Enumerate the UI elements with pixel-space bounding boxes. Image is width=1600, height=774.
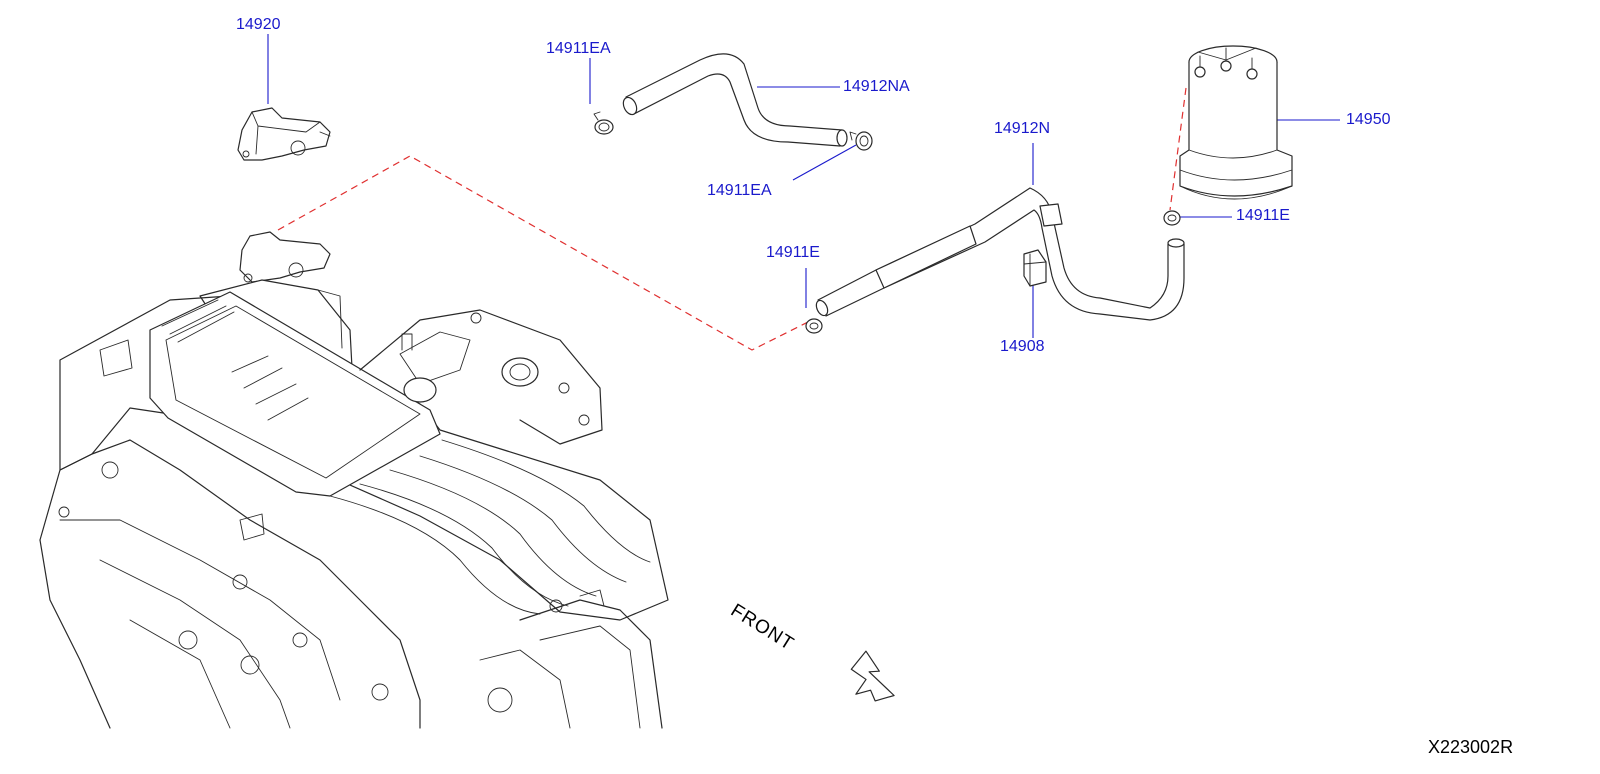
part-label-14912na[interactable]: 14912NA [843,78,910,95]
clamp-14911ea-top-drawing [593,111,614,135]
canister-14950-drawing [1179,45,1293,200]
part-label-14911ea-top[interactable]: 14911EA [546,40,611,57]
dashed-guide-sensor-to-clamp [277,155,809,351]
leader-14911ea-bottom [792,144,857,181]
sensor-14920-drawing [237,107,331,161]
clamp-14911e-left-drawing [805,318,823,334]
part-label-14911e-right[interactable]: 14911E [1236,207,1290,224]
hose-14912n-drawing [815,187,1185,321]
clamp-14911ea-bottom-drawing [849,131,873,151]
engine-assembly-drawing [39,231,669,729]
part-label-14912n[interactable]: 14912N [994,120,1051,137]
clip-14908-drawing [1023,249,1047,287]
front-arrow-icon [850,650,895,702]
clamp-14911e-right-drawing [1163,210,1181,226]
part-label-14920[interactable]: 14920 [236,16,281,33]
diagram-reference-code: X223002R [1428,737,1514,757]
part-label-14950[interactable]: 14950 [1346,111,1391,128]
dashed-guide-canister-to-clamp [1169,87,1187,211]
hose-14912na-drawing [622,53,848,147]
part-label-14908[interactable]: 14908 [1000,338,1045,355]
leader-lines [267,34,1340,338]
part-label-14911e-left[interactable]: 14911E [766,244,820,261]
part-label-14911ea-bottom[interactable]: 14911EA [707,182,772,199]
